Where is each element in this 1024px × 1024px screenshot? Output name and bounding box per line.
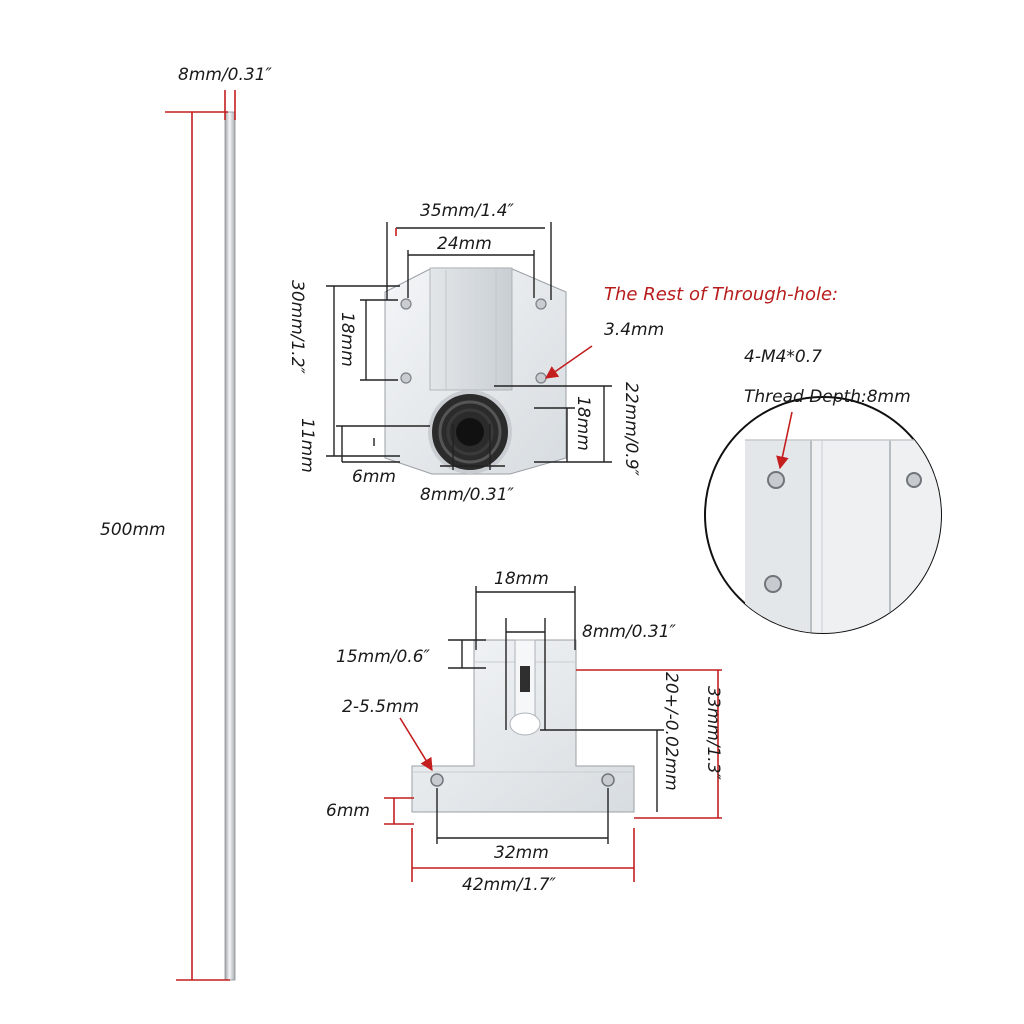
thread-hole-icon — [764, 575, 782, 593]
mount-hole-icon — [535, 298, 547, 310]
support-hole-spacing-label: 32mm — [494, 843, 549, 863]
linear-rod — [224, 111, 236, 981]
support-top-height-label: 15mm/0.6″ — [336, 647, 431, 667]
rod-length-dimension: 500mm — [100, 112, 230, 981]
block-hole-label: 3.4mm — [604, 320, 664, 340]
bearing-block-dimensions: 35mm/1.4″ 24mm 30mm/1.2″ 18mm 11mm 6mm 8… — [287, 201, 664, 505]
block-width-label: 35mm/1.4″ — [420, 201, 515, 221]
shaft-support-dimensions: 18mm 8mm/0.31″ 15mm/0.6″ 20+/-0.02mm 33m… — [326, 569, 723, 895]
block-side-inner-label: 18mm — [573, 396, 593, 451]
support-mount-hole-label: 2-5.5mm — [342, 697, 419, 717]
rod-length-label: 500mm — [100, 520, 166, 540]
block-side-height-label: 22mm/0.9″ — [621, 382, 641, 477]
support-top-width-label: 18mm — [494, 569, 549, 589]
thread-hole-icon — [906, 472, 922, 488]
mount-hole-icon — [601, 773, 615, 787]
support-center-height-label: 20+/-0.02mm — [661, 672, 681, 791]
block-hole-spacing-label: 24mm — [437, 234, 492, 254]
through-hole-title: The Rest of Through-hole: — [604, 284, 838, 305]
support-base-width-label: 42mm/1.7″ — [462, 875, 557, 895]
block-hole-vertical-label: 18mm — [337, 312, 357, 367]
block-height-label: 30mm/1.2″ — [287, 280, 307, 375]
rod-shaft — [224, 111, 236, 981]
through-hole-detail: 4-M4*0.7 Thread Depth:8mm — [704, 347, 942, 634]
shaft-support — [411, 639, 635, 813]
mount-hole-icon — [430, 773, 444, 787]
thread-depth-label: Thread Depth:8mm — [744, 387, 911, 407]
mount-hole-icon — [535, 372, 547, 384]
thread-hole-icon — [767, 471, 785, 489]
block-base-offset-label: 6mm — [352, 467, 396, 487]
linear-bearing-block — [384, 267, 567, 475]
support-slot-label: 8mm/0.31″ — [582, 622, 677, 642]
bearing-block-top — [429, 267, 513, 391]
mount-hole-icon — [400, 372, 412, 384]
mount-hole-icon — [400, 298, 412, 310]
rod-diameter-dimension: 8mm/0.31″ — [165, 65, 273, 120]
support-total-height-label: 33mm/1.3″ — [703, 686, 723, 781]
block-center-height-label: 11mm — [297, 418, 317, 473]
support-base-thickness-label: 6mm — [326, 801, 370, 821]
rod-diameter-label: 8mm/0.31″ — [178, 65, 273, 85]
block-bore-label: 8mm/0.31″ — [420, 485, 515, 505]
thread-spec-label: 4-M4*0.7 — [744, 347, 822, 367]
